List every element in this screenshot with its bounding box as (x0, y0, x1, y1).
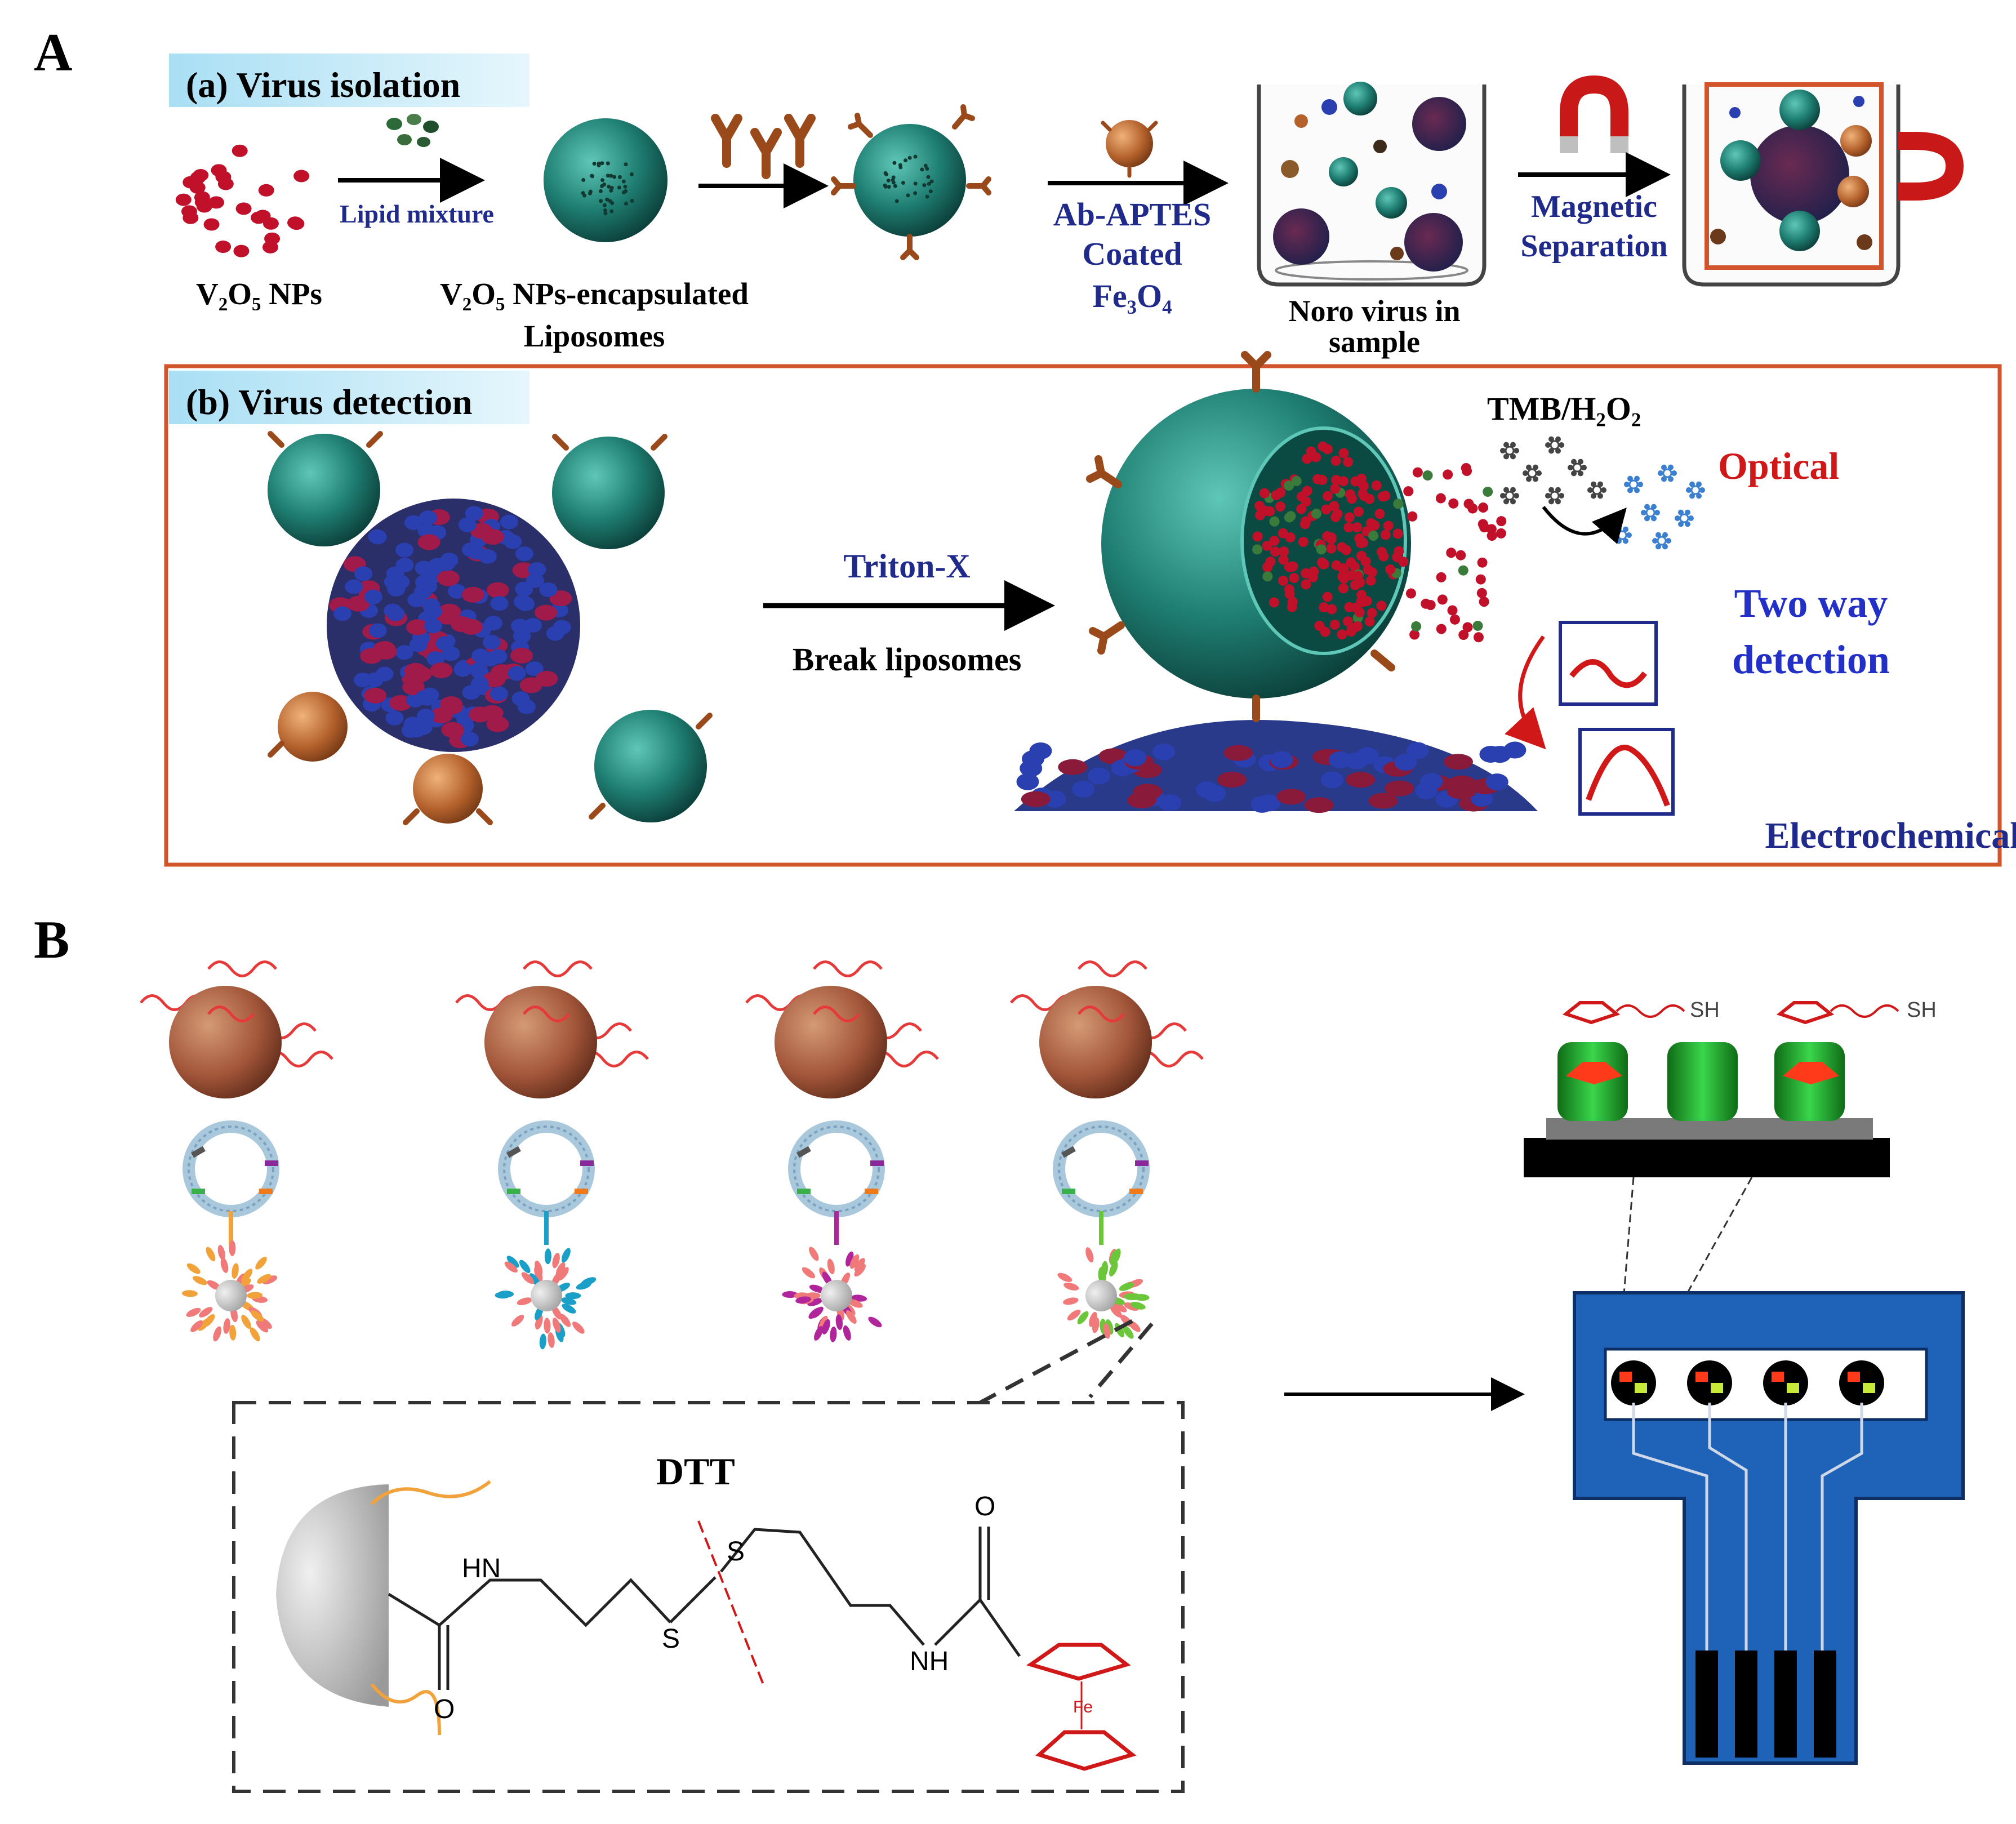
tmb-label: TMB/H₂O₂ (1487, 390, 1641, 427)
virus-isolation-banner (169, 54, 529, 107)
detection-label: detection (1732, 637, 1890, 682)
liposome-core-dots (581, 161, 634, 216)
virus-detection-title: (b) Virus detection (186, 382, 472, 422)
noro-label-line2: sample (1329, 325, 1420, 359)
o-label-right: O (974, 1492, 995, 1522)
virus-detection-banner (169, 371, 529, 424)
chemistry-zoom-box (232, 1401, 1185, 1793)
fe-label: Fe (1073, 1698, 1093, 1716)
nh-label: NH (910, 1647, 949, 1676)
liposome-antibodies (831, 104, 991, 260)
tmb-molecules (1500, 436, 1705, 550)
ab-aptes-label: Ab-APTES (1053, 196, 1211, 233)
lipid-mixture-label: Lipid mixture (340, 199, 494, 228)
sh-label-right: SH (1907, 998, 1937, 1022)
nanoprobe-series (140, 960, 1204, 1350)
dtt-label: DTT (656, 1450, 735, 1493)
optical-signal-box (1559, 621, 1658, 706)
panel-b-letter: B (34, 910, 69, 969)
s-label-upper: S (727, 1537, 745, 1567)
electrochemical-label: Electrochemical (1765, 815, 2016, 856)
two-way-label: Two way (1734, 581, 1888, 626)
virus-isolation-title: (a) Virus isolation (186, 65, 460, 105)
coated-label: Coated (1082, 235, 1182, 272)
fe3o4-particle (1106, 120, 1153, 167)
hn-label: HN (462, 1554, 501, 1583)
sample-beaker (1257, 82, 1487, 287)
liposome (544, 118, 667, 242)
s-label-lower: S (662, 1624, 680, 1654)
captured-virus-complex (268, 431, 713, 825)
antibody-liposome (853, 124, 966, 237)
magnetic-label: Magnetic (1531, 189, 1657, 224)
separation-beaker (1682, 82, 1964, 287)
noro-label-line1: Noro virus in (1288, 294, 1460, 328)
lipid-dots (386, 114, 439, 147)
electrode-surface-detail (1524, 1001, 1899, 1177)
oxidation-arrow (1542, 506, 1627, 544)
antibody-icons (711, 114, 816, 179)
magnet-icon (1560, 75, 1628, 153)
dtt-linker-structure (276, 1480, 1137, 1771)
v2o5-nanoparticles (175, 144, 310, 257)
v2o5-label: V₂O₅ NPs (196, 277, 322, 311)
liposome-label-line1: V₂O₅ NPs-encapsulated (440, 277, 749, 311)
separation-label: Separation (1520, 229, 1667, 264)
signal-cycle-arrow (1505, 635, 1546, 750)
fe3o4-label: Fe₃O₄ (1092, 278, 1172, 314)
electrochemical-signal-box (1578, 728, 1675, 816)
broken-liposome (1014, 351, 1538, 813)
virus-detection-frame (164, 364, 2002, 867)
sh-label-left: SH (1690, 998, 1720, 1022)
panel-a-letter: A (34, 23, 73, 82)
optical-label: Optical (1718, 444, 1839, 487)
liposome-label-line2: Liposomes (524, 319, 665, 353)
break-liposomes-label: Break liposomes (793, 641, 1022, 678)
screen-printed-electrode (1573, 1291, 1965, 1765)
o-label-left: O (434, 1694, 455, 1724)
triton-label: Triton-X (843, 548, 971, 585)
